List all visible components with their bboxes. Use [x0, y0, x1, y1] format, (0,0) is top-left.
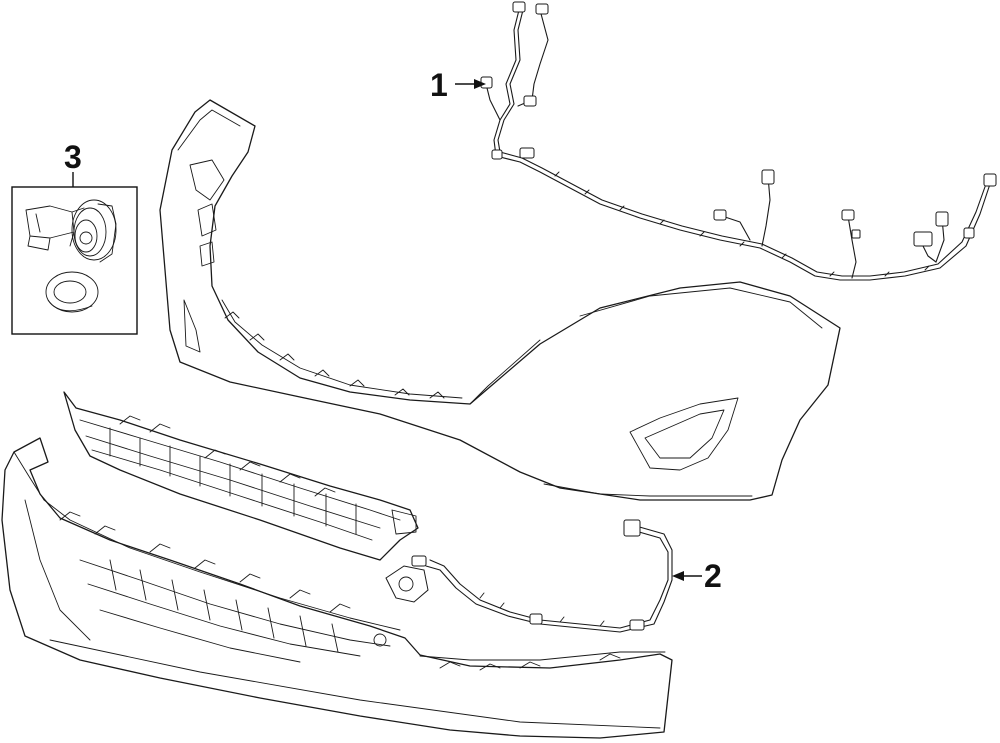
callout-arrow-2 [672, 571, 684, 581]
parking-sensor [25, 199, 117, 263]
callout-arrow-1 [474, 79, 486, 89]
sensor-retainer-ring [45, 271, 99, 313]
sensor-inset-box [11, 186, 138, 335]
upper-wire-harness [480, 1, 997, 281]
callout-number-3: 3 [64, 139, 82, 175]
lower-bumper-valance [1, 437, 673, 739]
lower-wire-harness [385, 519, 673, 633]
callout-number-1: 1 [430, 67, 448, 103]
upper-bumper-fascia [159, 99, 841, 501]
lower-grille [63, 391, 419, 561]
callout-number-2: 2 [704, 558, 722, 594]
callout-2: 2 [672, 558, 722, 594]
callout-1: 1 [430, 67, 486, 103]
callout-3: 3 [64, 139, 82, 187]
